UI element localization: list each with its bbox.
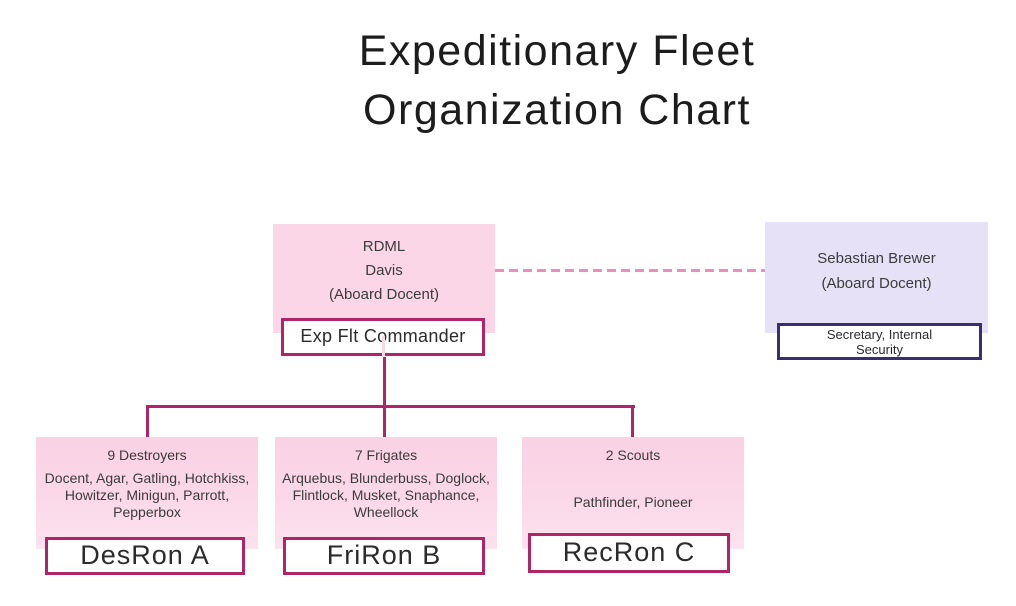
squadron-recron-label: RecRon C: [528, 533, 730, 573]
connector-commander-drop: [383, 357, 386, 437]
node-secretary: Sebastian Brewer (Aboard Docent): [765, 222, 988, 333]
page-title-line-2: Organization Chart: [363, 86, 751, 134]
node-commander: RDML Davis (Aboard Docent): [273, 224, 495, 333]
node-squadron-recron: 2 Scouts Pathfinder, Pioneer: [522, 437, 744, 549]
secretary-name: Sebastian Brewer: [817, 250, 936, 267]
page-title-line-1: Expeditionary Fleet: [358, 27, 756, 75]
squadron-desron-ships: Docent, Agar, Gatling, Hotchkiss, Howitz…: [44, 470, 250, 520]
commander-location: (Aboard Docent): [328, 286, 440, 303]
squadron-recron-ships: Pathfinder, Pioneer: [573, 494, 693, 510]
secretary-location: (Aboard Docent): [821, 275, 932, 292]
node-squadron-friron: 7 Frigates Arquebus, Blunderbuss, Dogloc…: [275, 437, 497, 549]
squadron-friron-heading: 7 Frigates: [354, 447, 418, 463]
connector-horizontal-bus: [146, 405, 635, 408]
connector-commander-secretary: [495, 269, 765, 272]
squadron-recron-heading: 2 Scouts: [605, 447, 661, 463]
page-title: Expeditionary Fleet Organization Chart: [97, 22, 1016, 140]
squadron-friron-ships: Arquebus, Blunderbuss, Doglock, Flintloc…: [282, 470, 490, 520]
connector-drop-desron: [146, 405, 149, 437]
secretary-role-text: Secretary, Internal Security: [826, 327, 933, 357]
squadron-friron-label: FriRon B: [283, 537, 485, 575]
squadron-desron-heading: 9 Destroyers: [107, 447, 187, 463]
commander-name: Davis: [365, 262, 403, 279]
connector-drop-recron: [631, 405, 634, 437]
connector-faint-stub: [382, 336, 385, 357]
node-squadron-desron: 9 Destroyers Docent, Agar, Gatling, Hotc…: [36, 437, 258, 549]
secretary-role-label: Secretary, Internal Security: [777, 323, 982, 360]
commander-rank: RDML: [362, 238, 406, 255]
squadron-desron-label: DesRon A: [45, 537, 245, 575]
